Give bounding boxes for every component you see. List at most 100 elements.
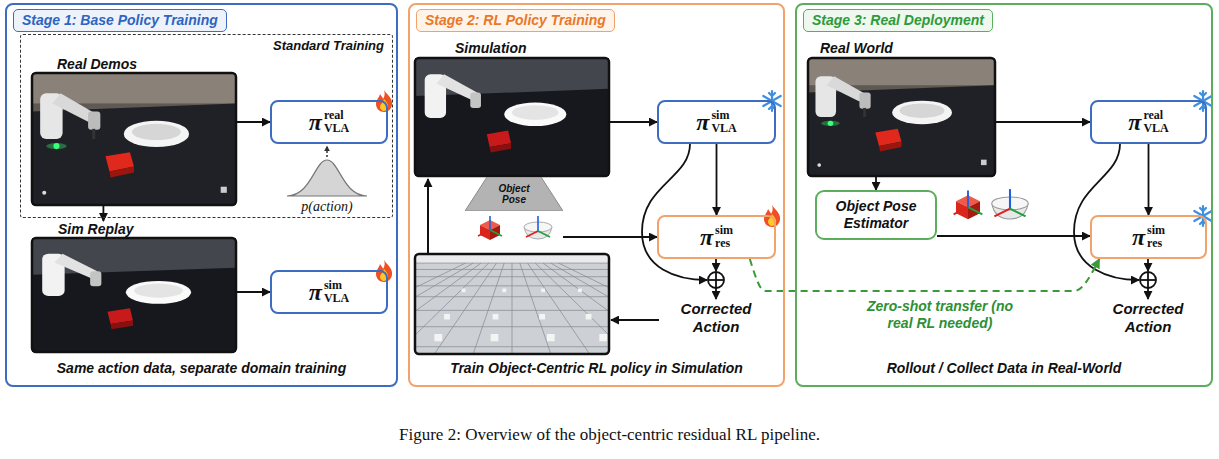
- parallel-envs-render: [279, 254, 745, 354]
- residual-sum: [715, 272, 717, 288]
- policy-domain: sim: [715, 224, 733, 237]
- gaussian-curve: [287, 160, 367, 196]
- frozen-icon: [763, 91, 1211, 226]
- object-pose-icon: [524, 216, 552, 239]
- object-pose-icon: [954, 190, 983, 219]
- real-world-photo: [808, 58, 995, 176]
- scene-title: Simulation: [455, 40, 527, 57]
- flow-arrow: [609, 121, 657, 123]
- flow-arrow: [995, 121, 1090, 123]
- policy-box: πsimVLA: [657, 100, 776, 144]
- transfer-arrow: [750, 259, 1100, 291]
- scene-view: Sim Replay: [32, 221, 236, 352]
- sim-replay-render: [32, 238, 236, 352]
- object-pose-tag: Object Pose: [465, 177, 563, 245]
- parallel-envs-render: [279, 254, 745, 354]
- simulation-render: [415, 58, 609, 176]
- connector-label: Zero-shot transfer (no real RL needed): [865, 298, 1015, 332]
- residual-sum: [1147, 272, 1149, 288]
- residual-sum: [1140, 272, 1156, 288]
- policy-domain: real: [1143, 109, 1168, 122]
- gaussian-curve: [326, 146, 328, 157]
- policy-symbol: πsimVLA: [309, 279, 349, 304]
- policy-box: πrealVLA: [270, 100, 388, 144]
- policy-domain: sim: [324, 279, 349, 292]
- policy-letter: π: [1132, 225, 1147, 249]
- flow-arrow: [103, 205, 105, 221]
- gaussian-curve: [287, 146, 367, 196]
- policy-symbol: πrealVLA: [309, 109, 349, 134]
- flow-arrow: [236, 121, 270, 123]
- scene-view: Real Demos: [32, 56, 236, 205]
- real-demos-photo: [32, 73, 236, 205]
- policy-letter: π: [1128, 110, 1143, 134]
- flow-arrow: [875, 176, 877, 190]
- policy-type: VLA: [324, 292, 349, 305]
- flow-arrow: [937, 235, 1090, 237]
- residual-sum: [642, 144, 1156, 299]
- figure-caption: Figure 2: Overview of the object-centric…: [0, 424, 1219, 446]
- policy-type: VLA: [1143, 122, 1168, 135]
- policy-letter: π: [309, 110, 324, 134]
- scene-view: Real World: [808, 40, 995, 176]
- object-pose-icon: [992, 189, 1028, 219]
- residual-sum: [642, 144, 707, 280]
- policy-domain: real: [324, 109, 349, 122]
- stage-heading: Stage 3: Real Deployment: [803, 9, 993, 32]
- process-box: Object Pose Estimator: [815, 190, 937, 240]
- tag-text: Object Pose: [465, 177, 563, 211]
- scene-title: Real Demos: [57, 56, 137, 73]
- distribution-label: p(action): [292, 199, 362, 214]
- policy-letter: π: [696, 110, 711, 134]
- stage-heading: Stage 1: Base Policy Training: [13, 9, 227, 32]
- stage-summary: Train Object-Centric RL policy in Simula…: [414, 360, 779, 377]
- feedback-arrow: [427, 179, 429, 254]
- policy-box: πrealVLA: [1090, 100, 1207, 144]
- output-label: Corrected Action: [1093, 300, 1203, 336]
- stage-summary: Same action data, separate domain traini…: [11, 360, 392, 377]
- policy-box: πsimVLA: [270, 270, 388, 314]
- flow-arrow: [563, 236, 657, 238]
- residual-sum: [715, 259, 717, 271]
- policy-domain: sim: [1147, 224, 1165, 237]
- real-world-photo: [808, 58, 995, 176]
- stage-summary: Rollout / Collect Data in Real-World: [801, 360, 1207, 377]
- simulation-render: [415, 58, 609, 176]
- real-demos-photo: [32, 73, 236, 205]
- residual-sum: [715, 288, 717, 299]
- policy-type: VLA: [324, 122, 349, 135]
- scene-view: Simulation: [415, 40, 609, 176]
- object-pose-icon: [478, 216, 502, 240]
- policy-type: VLA: [711, 122, 736, 135]
- stage-panel: Stage 1: Base Policy TrainingSame action…: [5, 3, 398, 387]
- stage-heading: Stage 2: RL Policy Training: [416, 9, 615, 32]
- policy-symbol: πsimres: [700, 224, 733, 249]
- residual-sum: [1147, 288, 1149, 299]
- trapezoid-shape: [465, 177, 563, 211]
- policy-letter: π: [309, 280, 324, 304]
- policy-box: πsimres: [1090, 215, 1207, 259]
- residual-sum: [708, 272, 724, 288]
- flow-arrow: [716, 144, 718, 215]
- scene-title: Real World: [820, 40, 893, 57]
- output-label: Corrected Action: [661, 300, 771, 336]
- flow-arrow: [1148, 144, 1150, 215]
- policy-type: res: [715, 237, 733, 250]
- real-world-photo: [808, 58, 995, 176]
- policy-symbol: πsimVLA: [696, 109, 736, 134]
- sim-replay-render: [32, 238, 236, 352]
- sim-replay-render: [32, 238, 236, 352]
- trainable-icon: [376, 90, 780, 282]
- real-demos-photo: [32, 73, 236, 205]
- residual-sum: [1147, 259, 1149, 271]
- box-text: Object Pose Estimator: [825, 198, 927, 232]
- training-group: Standard TrainingReal DemosπrealVLA: [20, 34, 393, 218]
- parallel-envs-render: [415, 254, 609, 354]
- scene-title: Sim Replay: [58, 221, 133, 238]
- policy-type: res: [1147, 237, 1165, 250]
- policy-letter: π: [700, 225, 715, 249]
- simulation-render: [415, 58, 609, 176]
